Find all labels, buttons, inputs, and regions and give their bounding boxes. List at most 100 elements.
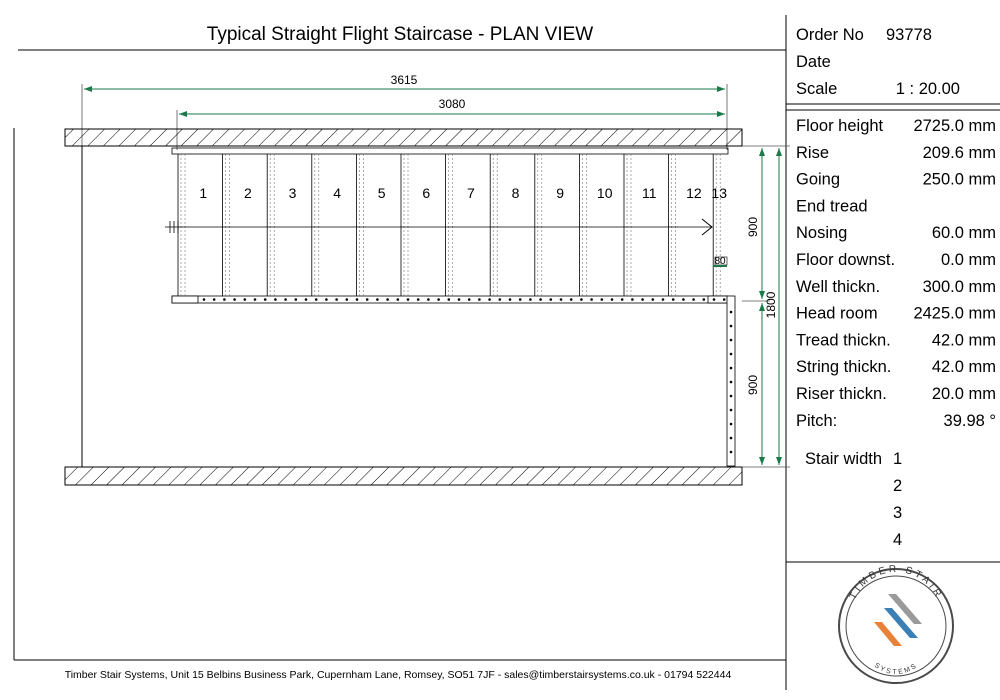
dim-going-label: 3080 — [439, 97, 466, 111]
spec-value: 20.0 mm — [932, 385, 996, 403]
baluster — [729, 380, 733, 384]
tread-8 — [489, 154, 498, 296]
step-number: 5 — [378, 185, 386, 201]
scale-label: Scale — [796, 80, 837, 98]
spec-value: 300.0 mm — [923, 278, 996, 296]
baluster — [386, 298, 389, 301]
logo-stripe-blue — [884, 608, 918, 638]
baluster — [253, 298, 257, 301]
baluster — [641, 298, 644, 301]
spec-value: 42.0 mm — [932, 358, 996, 376]
baluster — [223, 298, 226, 301]
spec-label: End tread — [796, 197, 868, 215]
baluster — [729, 408, 733, 412]
baluster — [729, 310, 733, 314]
spec-label: Well thickn. — [796, 278, 880, 296]
step-number: 6 — [422, 185, 430, 201]
baluster — [651, 298, 655, 301]
step-number: 7 — [467, 185, 475, 201]
baluster — [682, 298, 685, 301]
baluster — [314, 298, 318, 301]
baluster — [722, 298, 726, 301]
dimension-overall: 3615 — [81, 73, 728, 150]
baluster — [600, 298, 604, 301]
step-number: 3 — [289, 185, 297, 201]
baluster — [729, 422, 733, 426]
baluster — [406, 298, 410, 301]
baluster — [274, 298, 277, 301]
baluster — [498, 298, 502, 301]
baluster — [294, 298, 298, 301]
baluster — [729, 394, 733, 398]
spec-row: Floor downst. 0.0 mm — [796, 251, 996, 269]
baluster — [729, 436, 733, 440]
step-number: 9 — [556, 185, 564, 201]
spec-label: Head room — [796, 305, 878, 323]
baluster — [427, 298, 430, 301]
step-number: 4 — [333, 185, 341, 201]
step-number: 2 — [244, 185, 252, 201]
baluster — [325, 298, 328, 301]
spec-value: 2425.0 mm — [913, 305, 996, 323]
walk-arrow — [701, 218, 713, 236]
baluster — [631, 298, 634, 301]
baluster — [345, 298, 349, 301]
dimension-going: 3080 — [176, 97, 725, 150]
baluster — [365, 298, 369, 301]
dim-right-lower: 900 — [746, 375, 760, 395]
baluster — [712, 298, 716, 301]
stair-width-label: Stair width — [805, 450, 882, 468]
baluster — [702, 298, 706, 301]
baluster — [671, 298, 675, 301]
spec-row: String thickn.42.0 mm — [796, 358, 996, 376]
baluster — [539, 298, 542, 301]
top-string — [171, 147, 729, 155]
timber-stair-logo: TIMBER STAIR SYSTEMS — [838, 564, 954, 684]
baluster — [284, 298, 287, 301]
baluster — [396, 298, 400, 301]
baluster — [518, 298, 522, 301]
order-value: 93778 — [886, 26, 932, 44]
spec-row: Pitch:39.98 ° — [796, 412, 996, 430]
start-newel — [171, 295, 199, 304]
spec-value: 2725.0 mm — [913, 117, 996, 135]
baluster — [202, 298, 206, 301]
baluster — [478, 298, 481, 301]
stair-width-item: 4 — [893, 531, 902, 549]
order-label: Order No — [796, 26, 864, 44]
date-label: Date — [796, 53, 831, 71]
spec-row: Well thickn. 300.0 mm — [796, 278, 996, 296]
tread-9 — [534, 154, 543, 296]
baluster — [263, 298, 267, 301]
baluster — [212, 298, 216, 301]
baluster — [416, 298, 420, 301]
logo-bottom-text: SYSTEMS — [873, 662, 917, 676]
spec-value: 39.98 ° — [944, 412, 996, 430]
tread-5 — [355, 154, 364, 296]
baluster — [355, 298, 359, 301]
tread-4 — [311, 154, 320, 296]
spec-value: 42.0 mm — [932, 331, 996, 349]
stair-width-item: 2 — [893, 477, 902, 495]
baluster — [610, 298, 614, 301]
baluster — [529, 298, 532, 301]
footer-address: Timber Stair Systems, Unit 15 Belbins Bu… — [65, 669, 732, 681]
spec-value: 0.0 mm — [941, 251, 996, 269]
tread-3 — [266, 154, 275, 296]
baluster — [729, 366, 733, 370]
baluster — [729, 324, 733, 328]
baluster — [549, 298, 553, 301]
step-number: 12 — [686, 185, 702, 201]
baluster — [467, 298, 471, 301]
spec-label: Floor downst. — [796, 251, 895, 269]
baluster — [437, 298, 440, 301]
spec-row: End tread — [796, 197, 868, 215]
spec-label: Riser thickn. — [796, 385, 887, 403]
baluster — [304, 298, 308, 301]
tread-11 — [623, 154, 632, 296]
tread-7 — [445, 154, 453, 296]
